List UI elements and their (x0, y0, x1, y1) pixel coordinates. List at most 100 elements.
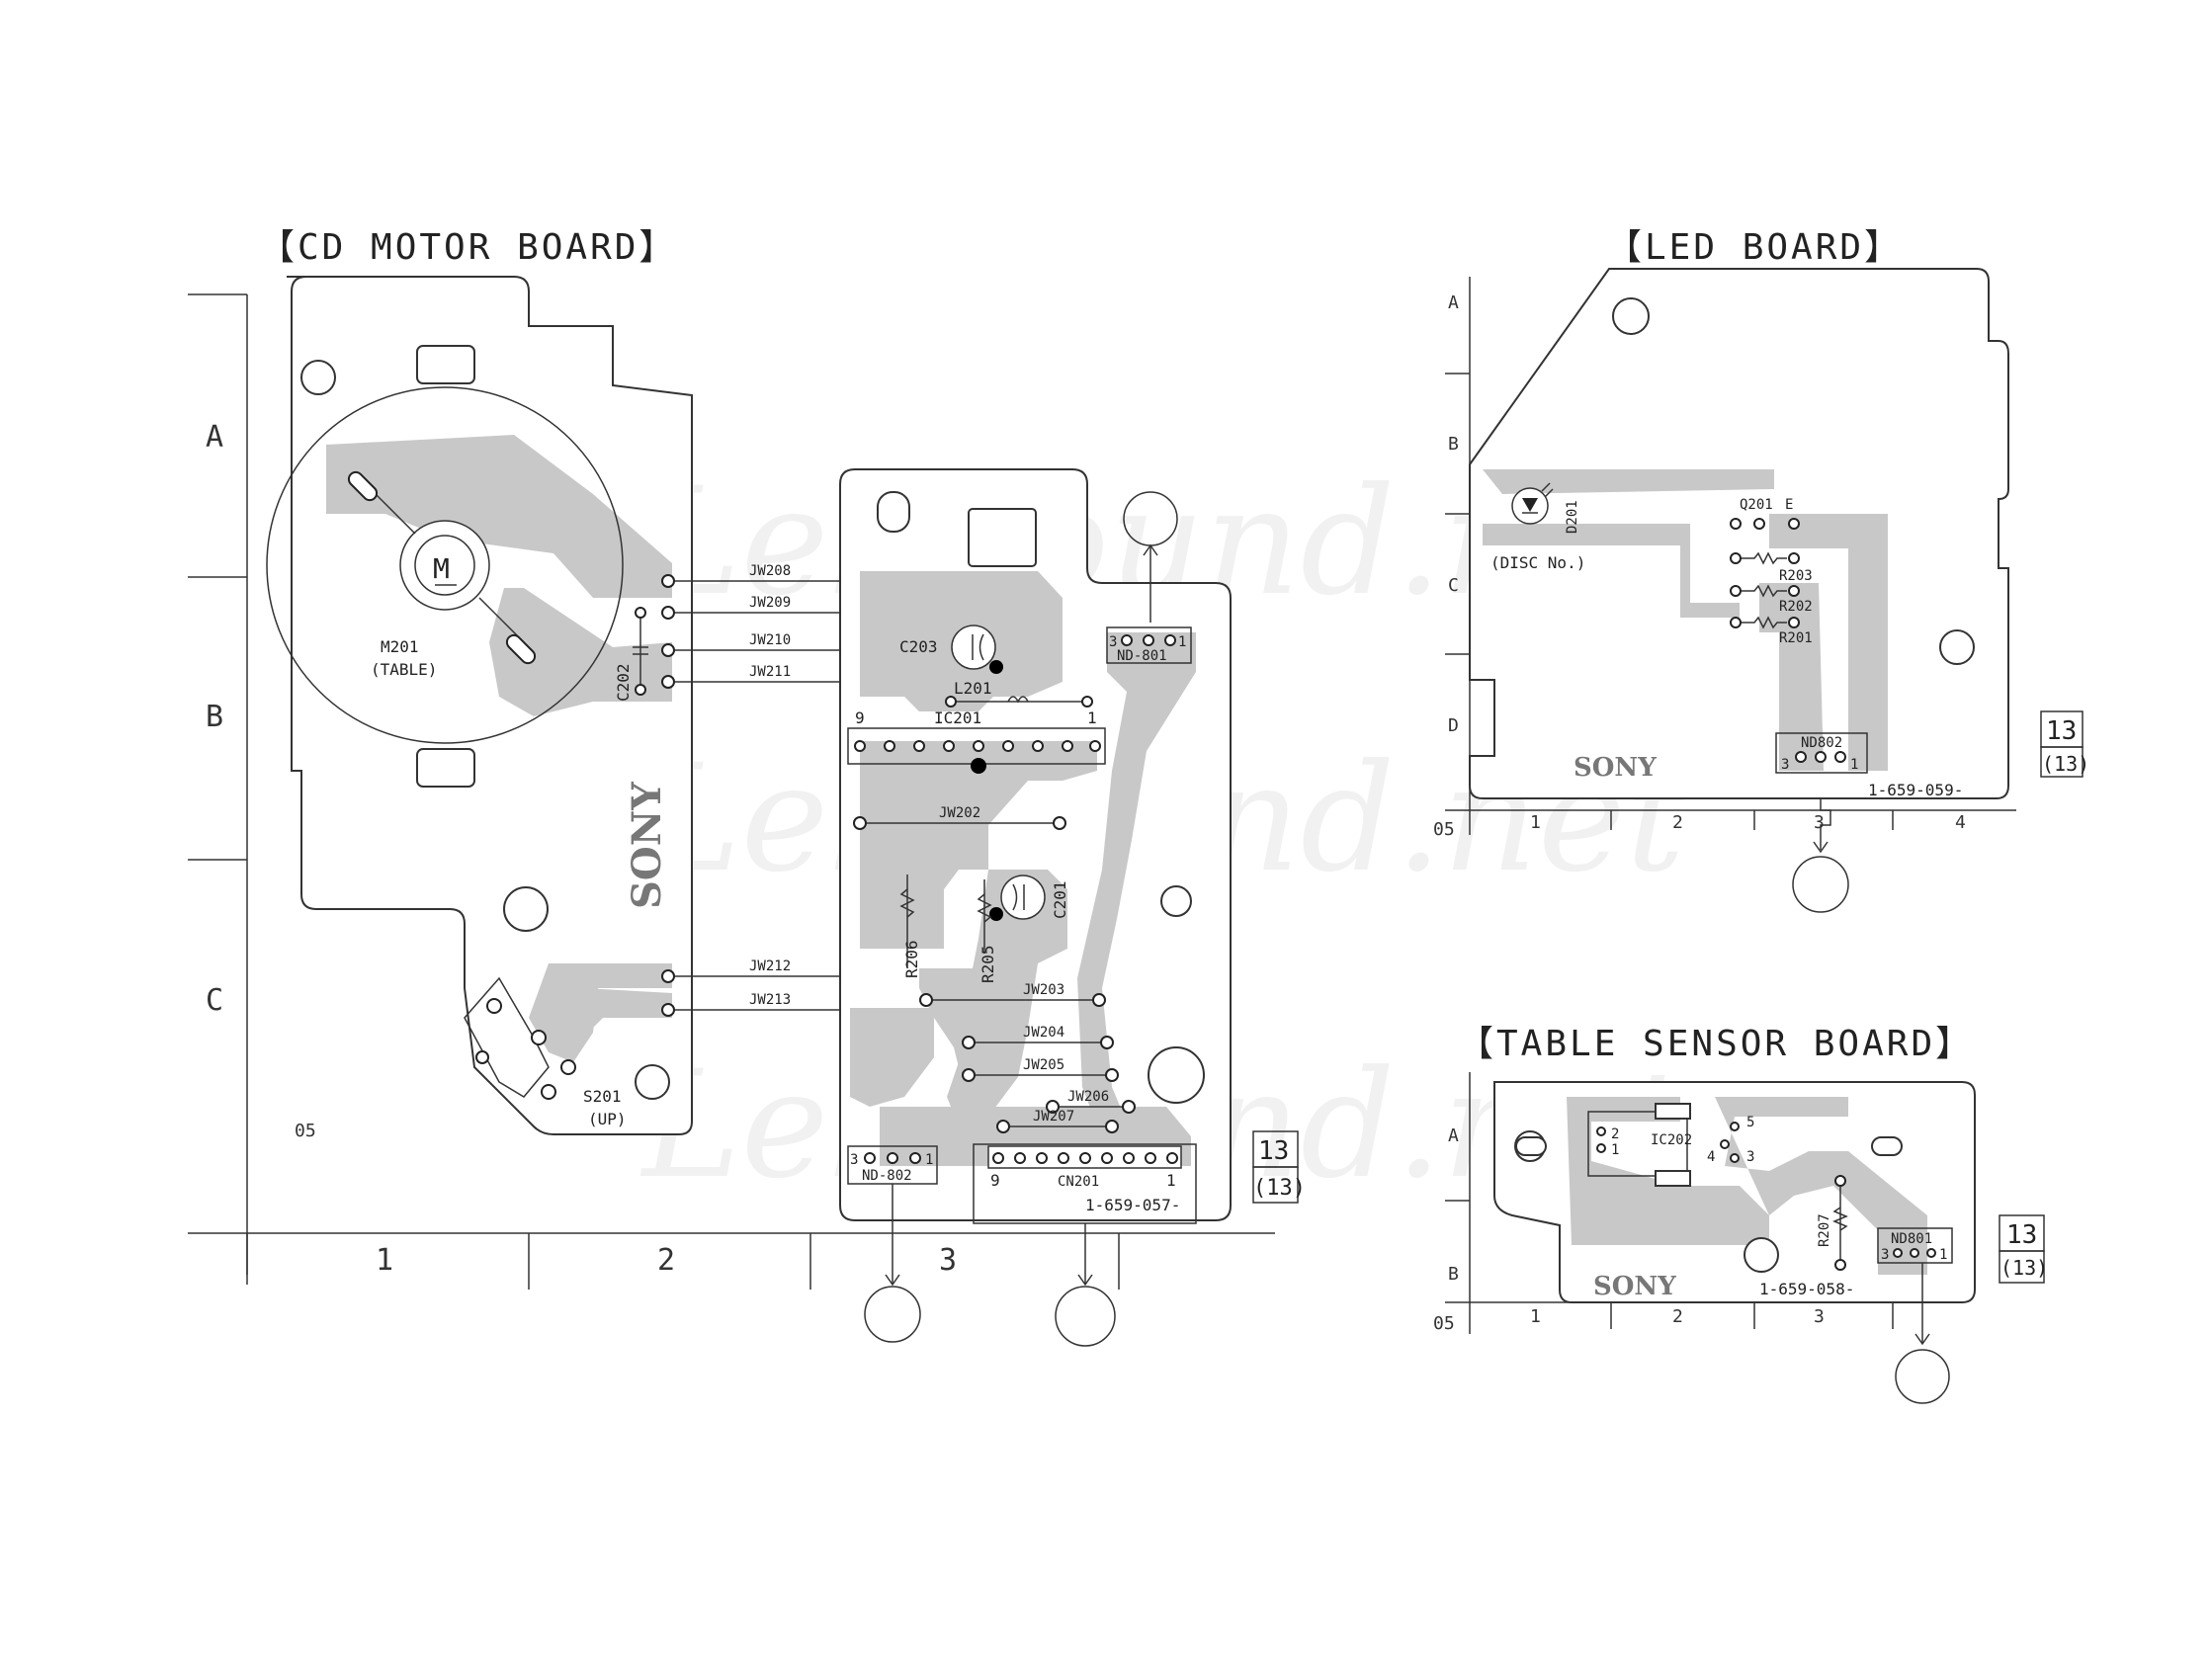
nd802-ref: ND-802 (862, 1168, 912, 1184)
col-label: 1 (376, 1243, 393, 1278)
board-title: 【LED BOARD】 (1606, 227, 1903, 268)
led-trace (1759, 583, 1824, 771)
page-ref: 13 (2046, 716, 2077, 746)
jumper-label: JW212 (749, 959, 791, 974)
nd801-pin-left: 3 (1109, 634, 1117, 650)
capacitor-c203-body (951, 625, 996, 670)
resistor-r206: R206 (902, 940, 921, 978)
mount-slot (416, 748, 475, 788)
nd801-ref: ND801 (1891, 1231, 1932, 1247)
part-number: 1-659-057- (1085, 1196, 1180, 1214)
sony-logo: SONY (624, 782, 670, 909)
jumper-label: JW207 (1033, 1109, 1074, 1125)
motor-trace (489, 588, 672, 716)
board-title: 【CD MOTOR BOARD】 (259, 227, 677, 268)
led-trace (1769, 514, 1888, 771)
diode-name: (DISC No.) (1490, 553, 1585, 572)
col-label: 1 (1530, 1306, 1541, 1327)
part-number: 1-659-058- (1759, 1280, 1854, 1298)
sensor-trace (1567, 1097, 1769, 1245)
nd802-ref: ND802 (1801, 735, 1842, 751)
motor-hub (399, 520, 490, 611)
nd802-pin-right: 1 (925, 1152, 933, 1168)
row-label: B (1448, 434, 1459, 455)
connector-nd801 (1106, 626, 1192, 664)
led-board: 【LED BOARD】 A B C D 1 2 3 4 05 (1433, 227, 2089, 913)
col-label: 2 (657, 1243, 675, 1278)
resistor-ref: R207 (1817, 1213, 1832, 1247)
page-ref-paren: (13) (2042, 752, 2089, 776)
ic202-body (1587, 1111, 1688, 1177)
resistor-ref: R201 (1779, 630, 1813, 646)
main-trace (850, 1008, 934, 1107)
nd802-pin-left: 3 (850, 1152, 858, 1168)
mount-hole (1939, 629, 1975, 665)
nd801-ref: ND-801 (1117, 648, 1167, 664)
jumper-label: JW203 (1023, 982, 1064, 998)
connector-nd801 (1877, 1227, 1953, 1264)
mount-hole (1160, 885, 1192, 917)
page-ref: 13 (1258, 1136, 1289, 1166)
motor-ref: M201 (381, 637, 419, 656)
nd801-pin-left: 3 (1881, 1247, 1889, 1263)
ic202-pin: 5 (1746, 1115, 1754, 1130)
jumper-label: JW209 (749, 595, 791, 611)
col-label: 3 (1814, 812, 1825, 833)
ref-circle (1895, 1349, 1950, 1404)
table-sensor-board: 【TABLE SENSOR BOARD】 A B 1 2 3 05 2 (1433, 1024, 2048, 1404)
mount-hole (1744, 1237, 1779, 1273)
row-label: B (1448, 1264, 1459, 1285)
resistor-ref: R203 (1779, 568, 1813, 584)
capacitor-c201: C201 (1051, 880, 1069, 919)
coil-l201: L201 (954, 679, 992, 698)
ic202-ref: IC202 (1651, 1132, 1692, 1148)
switch-name: (UP) (588, 1110, 627, 1128)
jumper-label: JW211 (749, 664, 791, 680)
motor-outline (266, 386, 624, 744)
ref-circle (864, 1286, 921, 1343)
row-label: C (206, 983, 223, 1018)
resistor-r205: R205 (978, 945, 997, 983)
led-trace (1483, 524, 1740, 618)
corner-code: 05 (295, 1121, 316, 1141)
motor-trace (326, 435, 672, 598)
switch-ref: S201 (583, 1087, 622, 1106)
ic201-ref: IC201 (934, 708, 981, 727)
mount-hole (300, 360, 336, 395)
page-ref-paren: (13) (1253, 1176, 1306, 1201)
col-label: 1 (1530, 812, 1541, 833)
row-label: A (1448, 292, 1459, 313)
nd801-pin-right: 1 (1939, 1247, 1947, 1263)
resistor-ref: R202 (1779, 599, 1813, 615)
cn201-ref: CN201 (1058, 1174, 1099, 1190)
connector-nd802 (1775, 732, 1868, 774)
col-label: 4 (1955, 812, 1966, 833)
mount-slot (877, 491, 910, 533)
nd801-pin-right: 1 (1178, 634, 1186, 650)
capacitor-c202: C202 (614, 663, 633, 702)
motor-symbol: M (433, 552, 453, 585)
page-ref-paren: (13) (2000, 1256, 2048, 1280)
mount-hole (1148, 1046, 1205, 1104)
row-label: C (1448, 575, 1459, 596)
main-trace (919, 968, 1008, 1087)
row-label: D (1448, 715, 1459, 736)
corner-code: 05 (1433, 1313, 1455, 1334)
mount-slot (968, 508, 1037, 567)
col-label: 2 (1672, 812, 1683, 833)
nd802-pin-right: 1 (1850, 757, 1858, 773)
ic201-pin-first: 9 (855, 708, 865, 727)
col-label: 2 (1672, 1306, 1683, 1327)
motor-hub-inner (414, 535, 475, 596)
sony-logo: SONY (1593, 1272, 1676, 1301)
ic202-pin: 4 (1707, 1149, 1715, 1165)
nd802-pin-left: 3 (1781, 757, 1789, 773)
row-label: A (206, 420, 223, 455)
cn201-pin-right: 1 (1166, 1171, 1176, 1190)
ic201-pin-last: 1 (1087, 708, 1097, 727)
switch-outline (464, 976, 550, 1098)
ic202-pin: 3 (1746, 1149, 1754, 1165)
board-title: 【TABLE SENSOR BOARD】 (1458, 1024, 1974, 1064)
row-label: B (206, 700, 223, 734)
diode-ref: D201 (1565, 500, 1580, 534)
